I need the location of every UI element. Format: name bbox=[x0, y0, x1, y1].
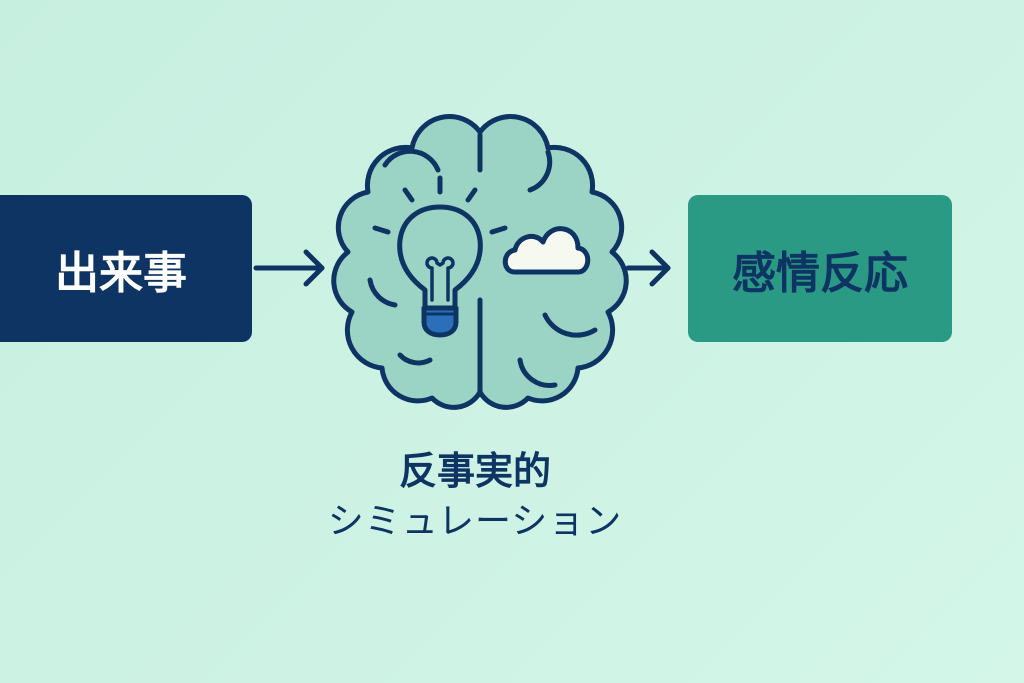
lightbulb-icon bbox=[372, 175, 508, 338]
emotion-box: 感情反応 bbox=[688, 195, 952, 342]
event-label: 出来事 bbox=[55, 247, 187, 299]
cloud-icon bbox=[502, 226, 591, 275]
event-box: 出来事 bbox=[0, 195, 252, 342]
emotion-label: 感情反応 bbox=[732, 247, 908, 299]
arrow-brain-to-emotion bbox=[625, 249, 671, 287]
center-label-line1: 反事実的 bbox=[398, 449, 551, 493]
brain-icon bbox=[331, 114, 629, 410]
arrow-event-to-brain bbox=[253, 249, 325, 287]
center-label-line2: シミュレーション bbox=[327, 501, 623, 542]
